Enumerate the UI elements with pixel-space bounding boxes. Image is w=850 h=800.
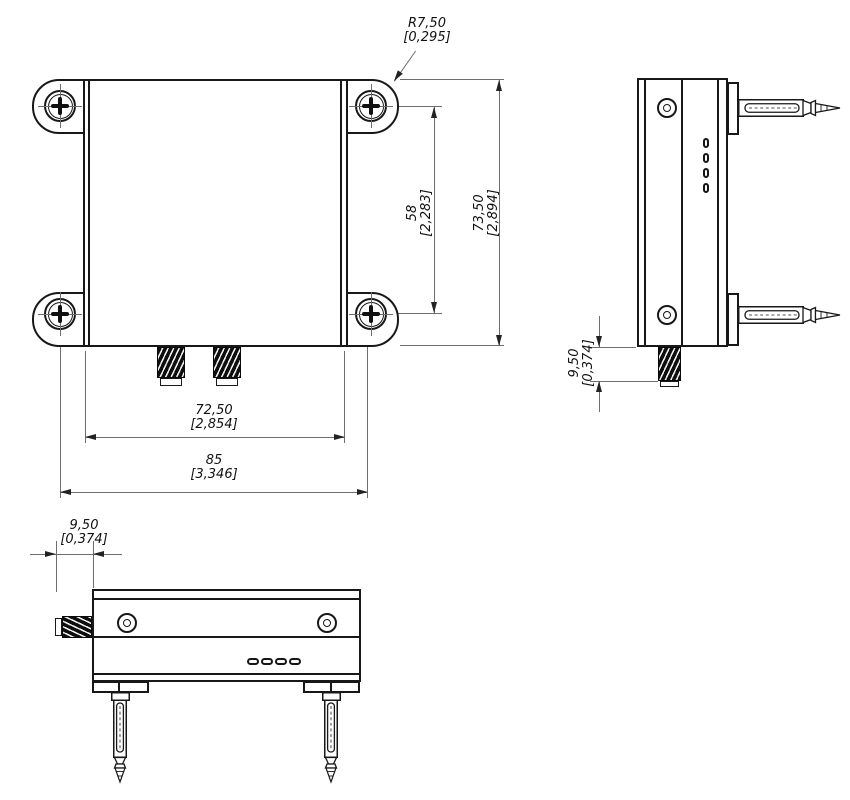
dim-bottom-connector-protrusion-mm: 9,50 [69, 518, 99, 533]
vent-slot [289, 658, 301, 665]
vent-slot [703, 138, 709, 148]
sma-connector-bottom-view [62, 616, 92, 638]
panel-edge-line [94, 598, 359, 600]
vent-slot [703, 153, 709, 163]
screw-head-top-left [38, 84, 82, 128]
dim-side-connector-protrusion-inch: [0,374] [581, 339, 596, 387]
dim-screw-spacing-vertical-mm: 58 [405, 204, 420, 222]
tab-split-line [118, 682, 120, 692]
panel-split-line [681, 80, 683, 345]
flange-edge-left [88, 81, 90, 345]
dimension-line [60, 492, 368, 493]
sma-connector-bottom-view-tip [55, 618, 62, 636]
dimension-line [30, 554, 122, 555]
panel-edge-line [644, 80, 646, 345]
extension-line [590, 381, 658, 382]
flange-edge-right [340, 81, 342, 345]
dim-overall-height-mm: 73,50 [472, 194, 487, 232]
vent-slot [261, 658, 273, 665]
arrowhead [45, 551, 56, 557]
arrowhead [93, 551, 104, 557]
extension-line [93, 541, 94, 588]
dimension-line [434, 107, 435, 313]
dim-body-width-mm: 72,50 [195, 403, 233, 418]
vent-slot [703, 168, 709, 178]
vent-slot [275, 658, 287, 665]
mounting-screw-side-bottom [738, 306, 841, 324]
arrowhead [391, 70, 403, 83]
screw-hole-bottom-center [663, 311, 671, 319]
dim-overall-width-mm: 85 [205, 453, 223, 468]
dim-corner-radius-inch: [0,295] [403, 30, 451, 45]
arrowhead [334, 434, 345, 440]
dim-overall-height-inch: [2,894] [486, 189, 501, 237]
sma-connector-right [213, 347, 241, 378]
extension-line [60, 331, 61, 498]
screw-head-top-right [349, 84, 393, 128]
extension-line [344, 351, 345, 443]
mounting-screw-side-top [738, 99, 841, 117]
panel-edge-line [94, 673, 359, 675]
arrowhead [431, 302, 437, 313]
arrowhead [596, 381, 602, 392]
dim-side-connector-protrusion-mm: 9,50 [567, 348, 582, 378]
arrowhead [596, 336, 602, 347]
panel-edge-line [717, 80, 719, 345]
dimension-line [599, 316, 600, 347]
screw-hole-top-center [663, 104, 671, 112]
dim-corner-radius-mm: R7,50 [408, 16, 446, 31]
arrowhead [85, 434, 96, 440]
arrowhead [60, 489, 71, 495]
dim-screw-spacing-vertical-inch: [2,283] [419, 189, 434, 237]
extension-line [390, 313, 442, 314]
extension-line [85, 351, 86, 443]
extension-line [390, 106, 442, 107]
arrowhead [431, 107, 437, 118]
vent-slot [703, 183, 709, 193]
extension-line [400, 345, 504, 346]
extension-line [590, 347, 636, 348]
screw-hole-right-center [323, 619, 331, 627]
sma-connector-left [157, 347, 185, 378]
extension-line [367, 331, 368, 498]
extension-line [400, 79, 504, 80]
dim-body-width-inch: [2,854] [190, 417, 238, 432]
panel-split-line [94, 636, 359, 638]
dimension-line [85, 437, 345, 438]
sma-connector-left-tip [160, 378, 182, 386]
dim-bottom-connector-protrusion-inch: [0,374] [60, 532, 108, 547]
tab-split-line [330, 682, 332, 692]
enclosure-body-side [637, 78, 728, 347]
arrowhead [357, 489, 368, 495]
sma-connector-side-tip [660, 381, 679, 387]
mounting-screw-bottom-left [111, 692, 130, 784]
screw-hole-left-center [123, 619, 131, 627]
dim-overall-width-inch: [3,346] [190, 467, 238, 482]
dimension-line [499, 80, 500, 346]
extension-line [56, 541, 57, 592]
mounting-screw-bottom-right [322, 692, 341, 784]
screw-head-bottom-left [38, 292, 82, 336]
arrowhead [496, 335, 502, 346]
arrowhead [496, 80, 502, 91]
sma-connector-right-tip [216, 378, 238, 386]
enclosure-body-front [83, 79, 348, 347]
enclosure-body-bottom [92, 589, 361, 682]
sma-connector-side [658, 347, 681, 381]
screw-head-bottom-right [349, 292, 393, 336]
dimension-line [599, 381, 600, 412]
vent-slot [247, 658, 259, 665]
